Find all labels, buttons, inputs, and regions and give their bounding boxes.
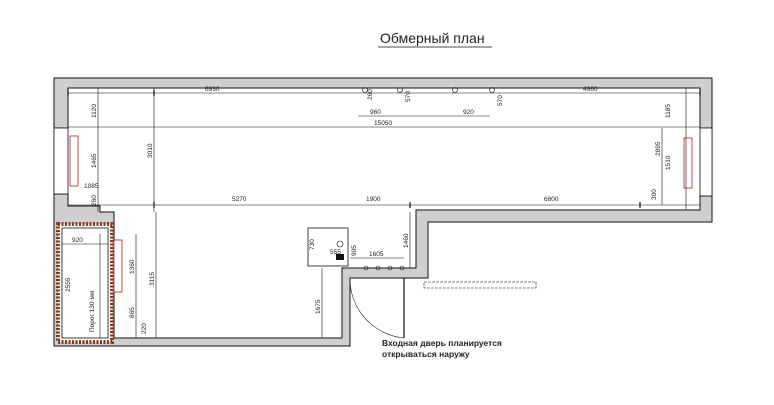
dimension-lines xyxy=(62,88,701,338)
plan-title: Обмерный план xyxy=(380,30,485,46)
dim-1675: 1675 xyxy=(315,299,322,314)
dim-5270: 5270 xyxy=(232,196,247,203)
dim-555: 555 xyxy=(330,249,341,256)
dim-1900: 1900 xyxy=(366,196,381,203)
ceiling-point-icon xyxy=(397,87,403,93)
dim-top-left: 6930 xyxy=(205,86,220,93)
left-radiator xyxy=(69,135,79,187)
dim-2895: 2895 xyxy=(655,141,662,156)
dim-3010: 3010 xyxy=(147,143,154,158)
dim-960: 960 xyxy=(370,109,381,116)
riser-icon xyxy=(336,254,344,260)
dim-1360: 1360 xyxy=(129,259,136,274)
dim-905: 905 xyxy=(351,245,358,256)
ceiling-point-icon xyxy=(362,87,368,93)
dim-overall: 15050 xyxy=(374,120,392,127)
dim-3115: 3115 xyxy=(149,272,156,286)
dim-top-right: 4960 xyxy=(583,86,598,93)
bathroom-interior xyxy=(61,227,109,339)
ceiling-point-icon xyxy=(452,87,458,93)
dim-300: 300 xyxy=(651,189,658,200)
dim-730: 730 xyxy=(309,239,316,250)
dim-2555: 2555 xyxy=(65,277,72,292)
bathroom-radiator xyxy=(113,239,123,293)
dim-small-b: 570 xyxy=(405,91,412,102)
dim-1605: 1605 xyxy=(369,251,384,258)
door-swing-arc xyxy=(349,281,405,339)
pipe-icon xyxy=(336,240,344,248)
dim-260: 260 xyxy=(91,195,98,206)
ceiling-point-icon xyxy=(489,87,495,93)
dim-1085: 1085 xyxy=(84,183,99,190)
dim-1510: 1510 xyxy=(665,155,672,170)
dim-6800: 6800 xyxy=(544,196,559,203)
right-radiator xyxy=(683,137,693,189)
left-window xyxy=(53,127,69,195)
right-window xyxy=(699,127,713,197)
door-note-line1: Входная дверь планируется xyxy=(382,338,502,348)
dim-small-a: 260 xyxy=(367,89,374,100)
dim-b920: 920 xyxy=(72,237,83,244)
dim-small-c: 570 xyxy=(497,95,504,106)
dim-1465: 1465 xyxy=(91,153,98,168)
dim-1185: 1185 xyxy=(665,104,672,118)
electrical-panel-strip xyxy=(423,281,537,289)
door-note-line2: открываться наружу xyxy=(382,349,470,359)
outlets-row xyxy=(363,265,405,271)
dim-920: 920 xyxy=(463,109,474,116)
podium-label: Порог 130 мм xyxy=(89,290,96,332)
dim-1460: 1460 xyxy=(403,233,410,248)
dim-1120: 1120 xyxy=(91,104,98,118)
dim-220: 220 xyxy=(141,323,148,334)
dim-865: 865 xyxy=(129,307,136,318)
